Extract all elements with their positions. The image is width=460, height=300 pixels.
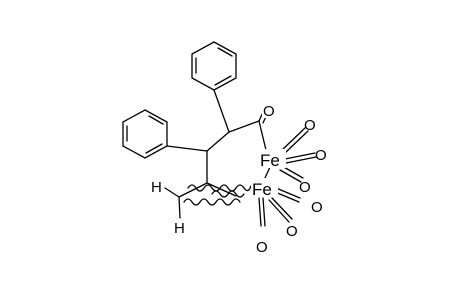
fe-fe-bond — [263, 166, 271, 181]
atom-h-lower: H — [174, 220, 185, 237]
bond-c1-c2 — [206, 131, 230, 152]
carbonyl-oxygen-3: O — [299, 179, 311, 196]
bond-c1-acyl-carbon — [228, 120, 260, 133]
carbonyl-oxygen-5: O — [286, 223, 298, 240]
atom-acyl-oxygen: O — [263, 103, 275, 120]
phenyl-ring-left — [122, 109, 168, 159]
bond-c4-h-lower — [178, 196, 181, 219]
bond-c3-c5 — [206, 182, 237, 197]
atom-labels: O Fe Fe H H O O O O O O — [151, 102, 327, 256]
bond-phenyl-top-c1 — [213, 89, 230, 133]
carbonyl-oxygen-1: O — [304, 117, 316, 134]
fe-lower-carbonyls — [258, 187, 301, 227]
carbonyl-oxygen-4: O — [311, 199, 323, 216]
atom-h-upper: H — [151, 179, 162, 196]
wavy-coordination-bonds — [183, 184, 252, 206]
phenyl-ring-top — [191, 41, 237, 91]
carbonyl-oxygen-6: O — [256, 239, 268, 256]
bond-phenyl-left-c2 — [166, 145, 208, 152]
bond-c4-h-upper — [164, 187, 180, 198]
atom-fe-upper: Fe — [260, 151, 280, 170]
bond-c3-c4 — [178, 182, 208, 198]
carbon-backbone — [164, 89, 260, 219]
fe-upper-carbonyls — [279, 127, 317, 183]
carbonyl-oxygen-2: O — [315, 147, 327, 164]
atom-fe-lower: Fe — [252, 180, 272, 199]
